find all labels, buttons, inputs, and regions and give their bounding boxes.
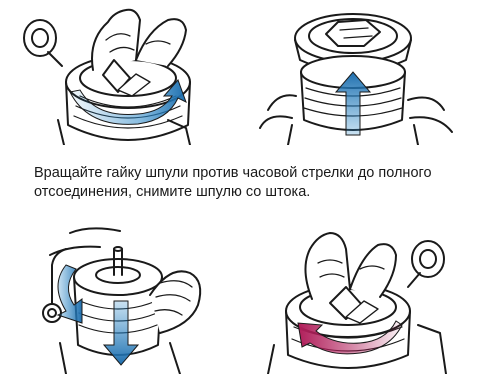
illustration-turn-spool-nut [18, 0, 203, 145]
illustration-lift-spool [248, 0, 458, 145]
instruction-line-2: отсоединения, снимите шпулю со штока. [34, 183, 494, 202]
instruction-line-1: Вращайте гайку шпули против часовой стре… [34, 164, 494, 183]
illustration-rotate-pull-spool [30, 225, 215, 374]
instruction-text: Вращайте гайку шпули против часовой стре… [34, 164, 494, 202]
illustration-reinstall-nut [250, 225, 460, 374]
